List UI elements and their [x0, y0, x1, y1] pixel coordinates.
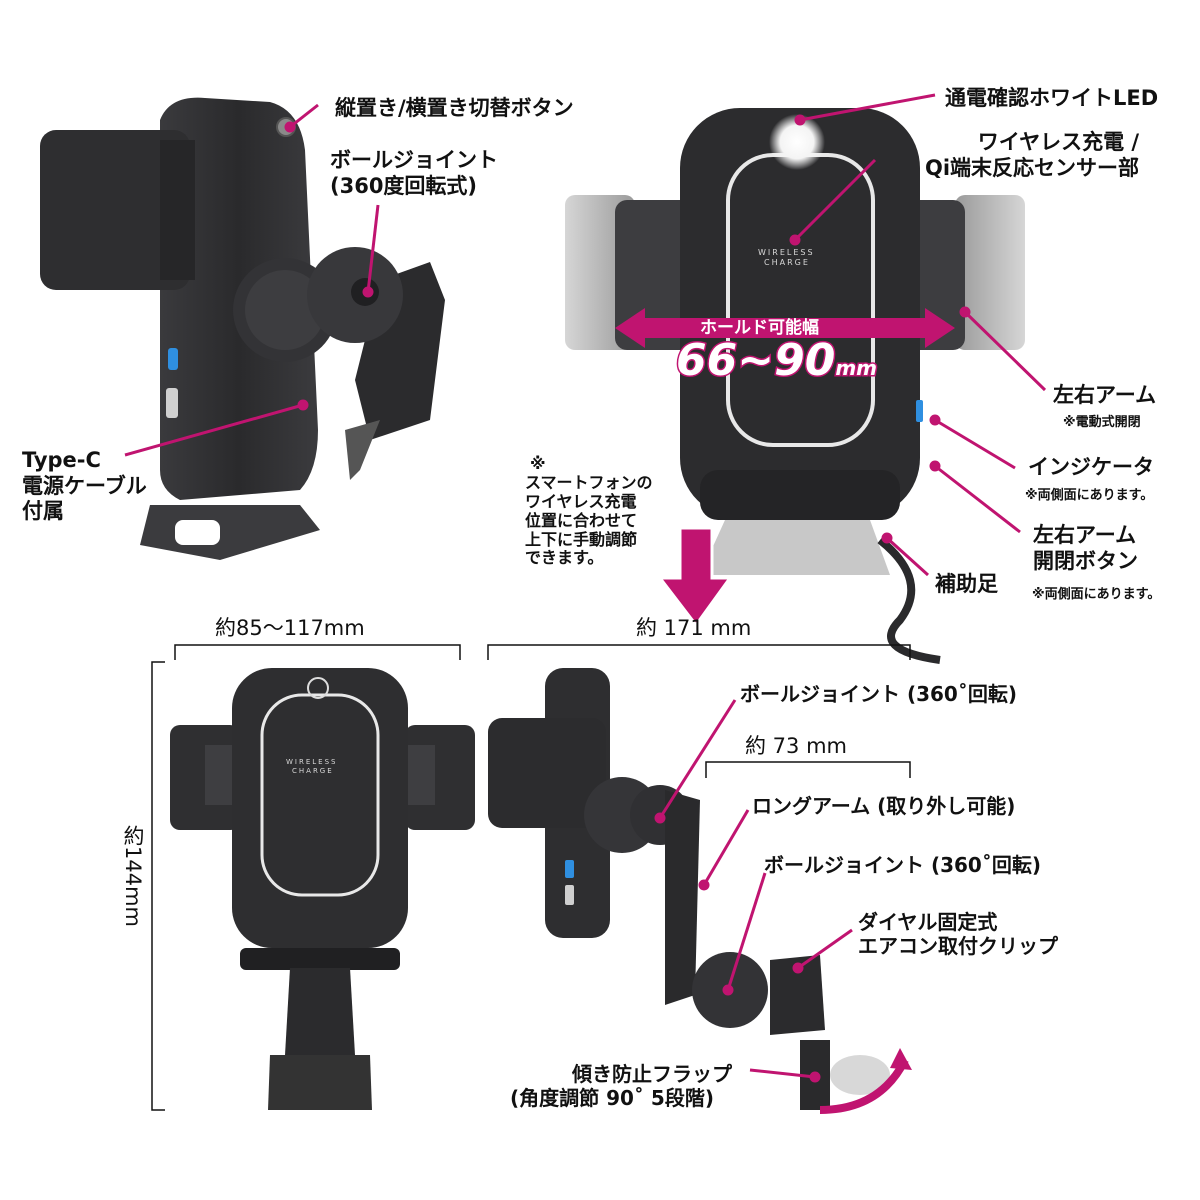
- label-adjust-note: ※ スマートフォンの ワイヤレス充電 位置に合わせて 上下に手動調節 できます。: [525, 454, 653, 568]
- label-line: ボールジョイント: [330, 148, 498, 172]
- label-line: 開閉ボタン: [1033, 548, 1138, 573]
- dimension-depth: 約 171 mm: [636, 616, 752, 640]
- label-line: 上下に手動調節: [525, 529, 638, 549]
- hold-width-value: 66~90: [674, 334, 836, 388]
- front-view-bottom: [170, 668, 475, 1110]
- label-line: 傾き防止フラップ: [572, 1062, 732, 1086]
- label-line: 付属: [22, 499, 64, 524]
- label-indicator: インジケータ: [1028, 455, 1154, 479]
- label-line: エアコン取付クリップ: [858, 934, 1058, 959]
- label-line: スマートフォンの: [525, 472, 653, 492]
- device-brand-top: WIRELESS CHARGE: [758, 248, 815, 268]
- label-aux-foot: 補助足: [935, 572, 998, 596]
- brand-line-1: WIRELESS: [286, 758, 338, 766]
- label-ball-joint-top: ボールジョイント (360度回転式): [330, 148, 498, 199]
- dimension-width: 約85～117mm: [215, 616, 365, 640]
- label-line: ワイヤレス充電: [525, 491, 637, 511]
- label-led: 通電確認ホワイトLED: [945, 86, 1159, 110]
- leader-lines: [124, 93, 1047, 1083]
- label-line: 位置に合わせて: [525, 510, 638, 530]
- brand-line-2: CHARGE: [764, 257, 810, 267]
- hold-width-band: [615, 308, 955, 348]
- label-line: 左右アーム: [1033, 523, 1137, 547]
- label-line: (角度調節 90˚ 5段階): [510, 1086, 714, 1111]
- label-ball-joint-2: ボールジョイント (360˚回転): [764, 853, 1041, 877]
- label-line: Type-C: [22, 448, 101, 472]
- label-line: Qi端末反応センサー部: [925, 155, 1140, 180]
- label-line: できます。: [525, 548, 604, 568]
- label-indicator-note: ※両側面にあります。: [1025, 488, 1154, 503]
- label-arm-button-note: ※両側面にあります。: [1032, 587, 1161, 602]
- dimension-arm: 約 73 mm: [745, 734, 847, 758]
- dimension-lines: [151, 644, 911, 1111]
- label-line: 電源ケーブル: [22, 473, 147, 498]
- label-typec: Type-C 電源ケーブル 付属: [22, 448, 147, 525]
- front-view-top: [565, 108, 1025, 664]
- label-line: (360度回転式): [330, 173, 478, 198]
- label-arms: 左右アーム: [1053, 383, 1157, 407]
- dimension-height: 約144mm: [121, 825, 145, 927]
- brand-line-1: WIRELESS: [758, 248, 815, 257]
- label-ball-joint-1: ボールジョイント (360˚回転): [740, 682, 1017, 706]
- label-sensor: ワイヤレス充電 / Qi端末反応センサー部: [925, 130, 1139, 181]
- label-long-arm: ロングアーム (取り外し可能): [752, 794, 1016, 818]
- label-line: ワイヤレス充電 /: [977, 130, 1140, 154]
- hold-width-title: ホールド可能幅: [700, 318, 819, 338]
- label-orientation-button: 縦置き/横置き切替ボタン: [335, 96, 574, 120]
- label-arms-note: ※電動式開閉: [1063, 415, 1141, 430]
- label-arm-button: 左右アーム 開閉ボタン: [1033, 523, 1138, 574]
- label-line: ※: [530, 454, 546, 473]
- label-clip: ダイヤル固定式 エアコン取付クリップ: [858, 910, 1058, 959]
- side-view-top: [40, 97, 445, 560]
- brand-line-2: CHARGE: [292, 766, 334, 775]
- hold-width-unit: mm: [834, 355, 879, 382]
- label-line: ダイヤル固定式: [858, 910, 998, 934]
- hold-width-range: 66~90mm: [674, 334, 879, 388]
- label-flap: 傾き防止フラップ (角度調節 90˚ 5段階): [510, 1062, 732, 1111]
- device-brand-bottom: WIRELESS CHARGE: [286, 758, 337, 775]
- side-view-bottom: [488, 668, 912, 1114]
